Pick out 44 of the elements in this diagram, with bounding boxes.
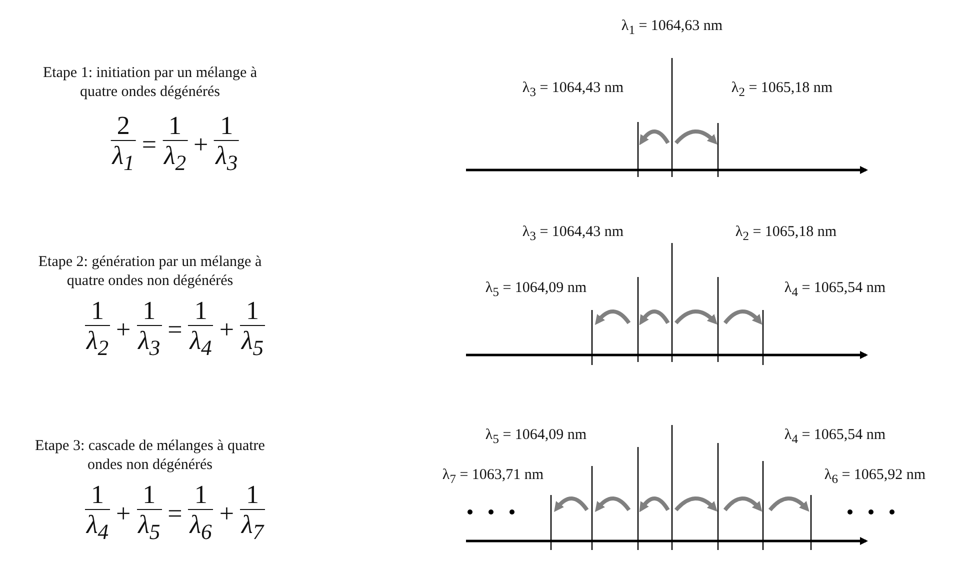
wavelength-label: λ$_{5}$ = 1064,09 nm <box>485 280 587 300</box>
step-caption: Etape 3: cascade de mélanges à quatre ondes non dégénérés <box>34 437 266 475</box>
wavelength-label: λ$_{7}$ = 1063,71 nm <box>442 467 544 487</box>
step-caption: Etape 2: génération par un mélange à quatre ondes non dégénérés <box>37 253 263 291</box>
fraction-denominator: λ$_{5}$ <box>138 510 160 546</box>
math-operator: + <box>219 499 234 530</box>
math-operator: + <box>194 130 208 160</box>
fraction-numerator: 1 <box>240 481 265 510</box>
fraction-numerator: 1 <box>162 112 188 141</box>
fraction-denominator: λ$_{2}$ <box>164 141 186 178</box>
wavelength-label: λ$_{2}$ = 1065,18 nm <box>731 80 833 100</box>
math-operator: = <box>168 499 182 530</box>
fraction-denominator: λ$_{3}$ <box>138 326 160 362</box>
math-operator: = <box>168 315 182 346</box>
fraction-numerator: 2 <box>110 112 136 141</box>
math-operator: + <box>219 315 234 346</box>
fraction-denominator: λ$_{6}$ <box>190 510 212 546</box>
wavelength-label: λ$_{2}$ = 1065,18 nm <box>735 224 837 244</box>
wavelength-label: λ$_{3}$ = 1064,43 nm <box>522 224 624 244</box>
wavelength-label: λ$_{4}$ = 1065,54 nm <box>784 280 886 300</box>
fraction-numerator: 1 <box>85 481 110 510</box>
math-operator: + <box>116 315 131 346</box>
wavelength-label: λ$_{3}$ = 1064,43 nm <box>522 80 624 100</box>
fraction-denominator: λ$_{5}$ <box>241 326 264 362</box>
math-operator: + <box>116 499 131 530</box>
wavelength-label: λ$_{1}$ = 1064,63 nm <box>621 18 723 38</box>
fraction-numerator: 1 <box>240 297 265 326</box>
step-caption: Etape 1: initiation par un mélange à quatre ondes dégénérés <box>42 64 258 102</box>
fraction-denominator: λ$_{4}$ <box>86 510 109 546</box>
fraction-numerator: 1 <box>188 297 214 326</box>
fraction-numerator: 1 <box>214 112 240 141</box>
fraction-denominator: λ$_{4}$ <box>190 326 212 362</box>
fraction-numerator: 1 <box>136 481 162 510</box>
fraction-denominator: λ$_{1}$ <box>112 141 134 178</box>
fraction-denominator: λ$_{2}$ <box>86 326 109 362</box>
fraction-numerator: 1 <box>136 297 162 326</box>
fraction-denominator: λ$_{3}$ <box>216 141 238 178</box>
wavelength-label: λ$_{5}$ = 1064,09 nm <box>485 427 587 447</box>
fraction-numerator: 1 <box>188 481 214 510</box>
fraction-numerator: 1 <box>85 297 110 326</box>
wavelength-label: λ$_{4}$ = 1065,54 nm <box>784 427 886 447</box>
fraction-denominator: λ$_{7}$ <box>241 510 264 546</box>
wavelength-label: λ$_{6}$ = 1065,92 nm <box>824 467 926 487</box>
math-operator: = <box>142 130 156 160</box>
